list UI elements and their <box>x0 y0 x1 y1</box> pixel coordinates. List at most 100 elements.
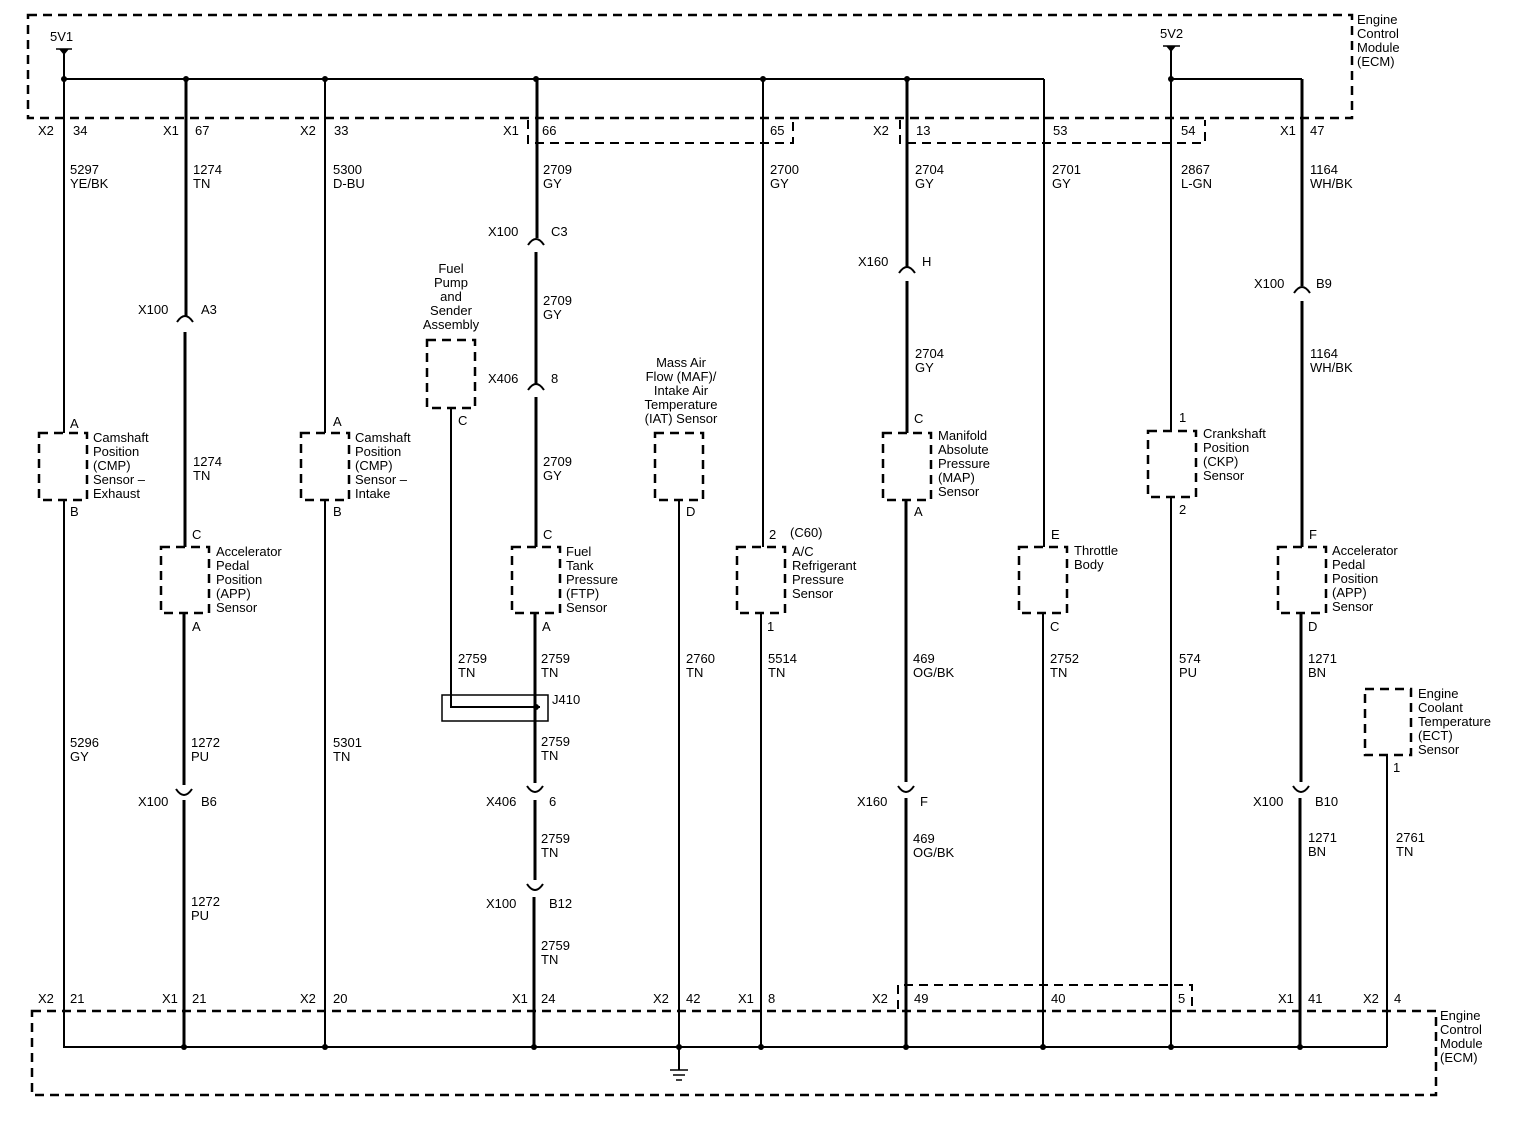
svg-text:X1: X1 <box>503 123 519 138</box>
inline-connector-icon <box>526 883 544 891</box>
wire-label: 5301 <box>333 735 362 750</box>
ckp-sensor-label: Crankshaft Position (CKP) Sensor <box>1203 426 1266 483</box>
connector-label: H <box>922 254 931 269</box>
svg-text:66: 66 <box>542 123 556 138</box>
svg-text:Engine: Engine <box>1357 12 1397 27</box>
svg-text:X2: X2 <box>653 991 669 1006</box>
pin-label: 1 <box>1393 760 1400 775</box>
svg-text:Position: Position <box>1332 571 1378 586</box>
svg-text:Assembly: Assembly <box>423 317 480 332</box>
svg-text:(CMP): (CMP) <box>355 458 393 473</box>
pin-label: D <box>686 504 695 519</box>
svg-text:Sender: Sender <box>430 303 473 318</box>
pin-label: A <box>192 619 201 634</box>
svg-text:Position: Position <box>355 444 401 459</box>
svg-text:Crankshaft: Crankshaft <box>1203 426 1266 441</box>
svg-text:X1: X1 <box>738 991 754 1006</box>
ground-icon <box>670 1047 688 1081</box>
wire-label: TN <box>333 749 350 764</box>
top-pin-group-1 <box>527 120 794 144</box>
svg-text:42: 42 <box>686 991 700 1006</box>
wire-label: TN <box>541 952 558 967</box>
wire-label: 2759 <box>541 651 570 666</box>
connector-label: X100 <box>486 896 516 911</box>
wire-label: GY <box>770 176 789 191</box>
wire-label: D-BU <box>333 176 365 191</box>
wire-label: TN <box>541 845 558 860</box>
app-sensor-1 <box>159 545 211 615</box>
svg-text:Sensor: Sensor <box>1203 468 1245 483</box>
svg-text:5V1: 5V1 <box>50 29 73 44</box>
ftp-sensor-label: Fuel Tank Pressure (FTP) Sensor <box>566 544 618 615</box>
svg-text:(CMP): (CMP) <box>93 458 131 473</box>
maf-iat-label: Mass Air Flow (MAF)/ Intake Air Temperat… <box>645 355 719 426</box>
wire-label: PU <box>1179 665 1197 680</box>
svg-text:X2: X2 <box>38 991 54 1006</box>
svg-text:X1: X1 <box>1278 991 1294 1006</box>
wire-label: TN <box>458 665 475 680</box>
svg-text:5: 5 <box>1178 991 1185 1006</box>
svg-text:Control: Control <box>1357 26 1399 41</box>
pin-label: A <box>542 619 551 634</box>
svg-text:24: 24 <box>541 991 555 1006</box>
wire-label: GY <box>543 307 562 322</box>
svg-text:13: 13 <box>916 123 930 138</box>
fuel-pump-label: Fuel Pump and Sender Assembly <box>423 261 480 332</box>
wire-label: GY <box>70 749 89 764</box>
svg-text:Sensor: Sensor <box>216 600 258 615</box>
svg-text:(ECM): (ECM) <box>1357 54 1395 69</box>
wire-label: 2760 <box>686 651 715 666</box>
pin-label: B <box>333 504 342 519</box>
ckp-sensor <box>1146 429 1198 499</box>
wire-label: 5300 <box>333 162 362 177</box>
wire-label: PU <box>191 749 209 764</box>
pin-label: 2 <box>769 527 776 542</box>
connector-label: B9 <box>1316 276 1332 291</box>
inline-connector-icon <box>175 788 193 796</box>
ecm-top-box <box>26 13 1354 120</box>
ect-sensor-label: Engine Coolant Temperature (ECT) Sensor <box>1418 686 1491 757</box>
connector-label: X406 <box>488 371 518 386</box>
svg-text:X1: X1 <box>512 991 528 1006</box>
throttle-body <box>1017 545 1069 615</box>
svg-text:Pressure: Pressure <box>792 572 844 587</box>
svg-text:and: and <box>440 289 462 304</box>
throttle-body-label: Throttle Body <box>1074 543 1118 572</box>
pin-label: E <box>1051 527 1060 542</box>
connector-label: X100 <box>1254 276 1284 291</box>
svg-text:(FTP): (FTP) <box>566 586 599 601</box>
app-sensor-1-label: Accelerator Pedal Position (APP) Sensor <box>216 544 282 615</box>
pin-label: B <box>70 504 79 519</box>
svg-text:Position: Position <box>1203 440 1249 455</box>
wire-label: BN <box>1308 844 1326 859</box>
svg-text:(APP): (APP) <box>216 586 251 601</box>
wire-label: 469 <box>913 831 935 846</box>
svg-text:Throttle: Throttle <box>1074 543 1118 558</box>
pin-label: 2 <box>1179 502 1186 517</box>
svg-text:Pedal: Pedal <box>216 558 249 573</box>
svg-text:47: 47 <box>1310 123 1324 138</box>
svg-text:Pressure: Pressure <box>938 456 990 471</box>
wire-label: GY <box>915 360 934 375</box>
inline-connector-icon <box>898 266 916 274</box>
svg-text:Sensor –: Sensor – <box>355 472 408 487</box>
connector-label: B6 <box>201 794 217 809</box>
fuel-pump-sender-assembly <box>425 338 477 410</box>
svg-text:Pressure: Pressure <box>566 572 618 587</box>
svg-text:Engine: Engine <box>1418 686 1458 701</box>
wire-label: TN <box>1396 844 1413 859</box>
wire-label: 1164 <box>1310 162 1338 177</box>
svg-text:49: 49 <box>914 991 928 1006</box>
pin-label: 1 <box>767 619 774 634</box>
wire-label: L-GN <box>1181 176 1212 191</box>
connector-label: B10 <box>1315 794 1338 809</box>
connector-label: F <box>920 794 928 809</box>
svg-text:Refrigerant: Refrigerant <box>792 558 857 573</box>
wire-label: 2761 <box>1396 830 1425 845</box>
svg-text:20: 20 <box>333 991 347 1006</box>
map-sensor-label: Manifold Absolute Pressure (MAP) Sensor <box>938 428 990 499</box>
wire-label: 5297 <box>70 162 99 177</box>
wire-label: TN <box>686 665 703 680</box>
connector-label: 6 <box>549 794 556 809</box>
